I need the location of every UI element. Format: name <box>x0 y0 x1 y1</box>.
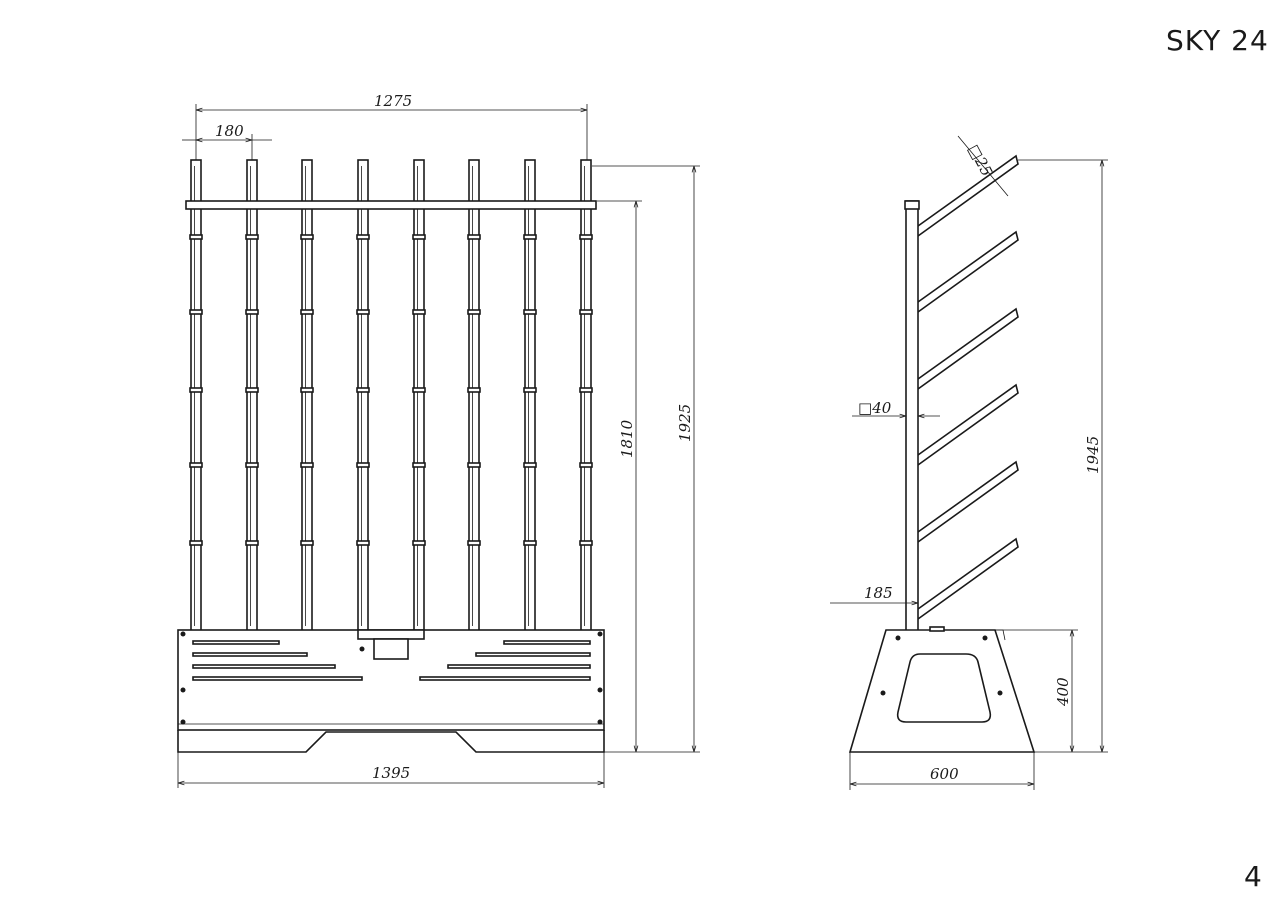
dim-label-600: 600 <box>930 765 959 783</box>
dim-label-1395: 1395 <box>372 764 410 782</box>
front-post <box>467 159 481 633</box>
dimension-base-width: 1395 <box>177 752 605 788</box>
front-post <box>579 159 593 633</box>
dim-label-185: 185 <box>864 584 893 602</box>
front-post <box>189 159 203 633</box>
front-post <box>300 159 314 633</box>
side-arms <box>917 154 1019 620</box>
side-arm <box>917 307 1019 390</box>
dimension-overall-width: 1275 <box>195 92 588 160</box>
page-number: 4 <box>1244 860 1262 893</box>
side-view: □25 □40 185 1945 400 <box>830 135 1108 790</box>
dimension-base-height: 400 <box>995 629 1078 752</box>
dim-label-40: □40 <box>858 399 892 417</box>
dimension-total-height: 1925 <box>592 165 700 753</box>
dim-label-1275: 1275 <box>374 92 412 110</box>
side-base <box>848 626 1036 753</box>
side-arm <box>917 460 1019 543</box>
dimension-base-depth: 600 <box>849 752 1035 790</box>
side-arm <box>917 230 1019 313</box>
front-post <box>245 159 259 633</box>
front-post <box>412 159 426 633</box>
drawing-title: SKY 24 <box>1166 24 1269 57</box>
side-arm <box>917 383 1019 466</box>
front-posts <box>189 159 593 633</box>
side-arm <box>917 537 1019 620</box>
dimension-post-section: □40 <box>852 399 940 417</box>
dim-label-1810: 1810 <box>618 419 636 458</box>
dim-label-1945: 1945 <box>1084 436 1102 474</box>
front-base <box>177 629 605 753</box>
front-post <box>356 159 370 633</box>
dim-label-1925: 1925 <box>676 404 694 442</box>
top-crossbar <box>185 200 597 210</box>
dim-label-180: 180 <box>215 122 244 140</box>
side-arm <box>917 154 1019 237</box>
front-post <box>523 159 537 633</box>
dimension-post-offset: 185 <box>830 584 918 603</box>
dim-label-400: 400 <box>1054 677 1072 707</box>
dimension-bar-height: 1810 <box>597 200 642 753</box>
front-view: 1275 180 1810 1925 13 <box>177 92 700 788</box>
dimension-post-spacing: 180 <box>182 122 272 160</box>
dimension-side-height: 1945 <box>1018 159 1108 753</box>
side-post <box>905 200 919 634</box>
